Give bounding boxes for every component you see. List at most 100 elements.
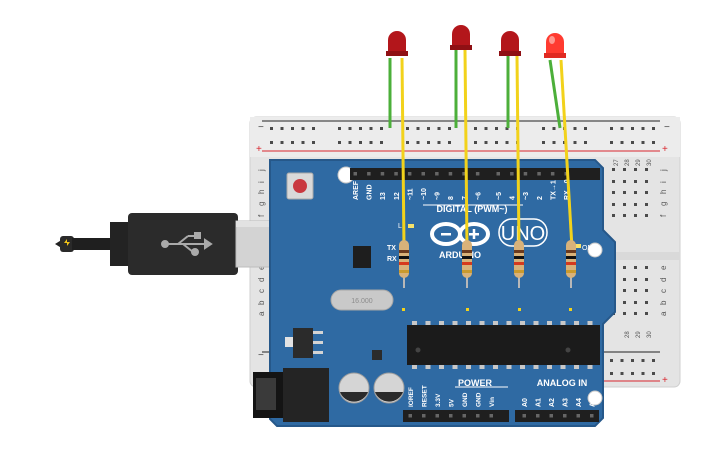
reset-button[interactable]	[286, 172, 314, 200]
digital-pin-label: ~9	[435, 192, 442, 200]
capacitors	[338, 372, 405, 404]
column-number: 27	[614, 159, 620, 166]
wire-yellow-3[interactable]	[515, 55, 521, 249]
digital-pin-label: 12	[394, 192, 401, 200]
power-pin-label: GND	[462, 392, 469, 407]
brand-label: ARDUINO	[439, 250, 481, 260]
row-letter: b	[659, 300, 668, 305]
digital-pin-label: 4	[510, 196, 517, 200]
resistor-1[interactable]	[399, 240, 409, 288]
row-letter: f	[659, 214, 668, 217]
analog-pin-header[interactable]	[515, 410, 599, 422]
chip-pins	[412, 321, 593, 369]
top-rail-holes[interactable]	[270, 127, 655, 144]
rail-minus-label-bottom: −	[258, 350, 264, 361]
wire-green-4[interactable]	[548, 59, 562, 129]
digital-title: DIGITAL (PWM~)	[437, 204, 508, 214]
resistor-3[interactable]	[514, 240, 524, 288]
column-number: 28	[625, 159, 631, 166]
led-3-icon[interactable]	[499, 31, 521, 56]
digital-pin-label: ~10	[421, 188, 428, 200]
digital-pin-label: 2	[537, 196, 544, 200]
usb-bolt-icon	[64, 239, 70, 246]
power-title: POWER	[458, 378, 493, 388]
voltage-regulator	[285, 328, 382, 360]
column-number: 29	[636, 159, 642, 166]
l-label: L	[398, 223, 402, 230]
row-letter: i	[659, 181, 668, 183]
resistor-4[interactable]	[566, 240, 576, 288]
rail-plus-label-right: +	[662, 144, 668, 155]
power-pin-label: RESET	[422, 385, 429, 407]
power-pin-label: IOREF	[408, 387, 415, 407]
led-4-icon[interactable]	[544, 33, 566, 58]
analog-pin-label: A4	[576, 398, 583, 407]
resistor-2[interactable]	[462, 240, 472, 288]
power-pin-header[interactable]	[403, 410, 509, 422]
wire-yellow-4[interactable]	[559, 59, 574, 249]
model-label: UNO	[501, 223, 545, 245]
crystal-label: 16.000	[351, 298, 373, 305]
row-letter: d	[659, 278, 668, 282]
row-letter: c	[659, 289, 668, 293]
analog-pin-label: A3	[563, 398, 570, 407]
atmega-chip	[407, 325, 600, 365]
tx-label: TX	[387, 245, 396, 252]
power-pin-label: 5V	[449, 398, 456, 407]
on-led	[575, 244, 581, 248]
crystal-oscillator	[330, 289, 394, 311]
on-label: ON	[582, 245, 593, 252]
analog-pin-label: A5	[590, 398, 597, 407]
digital-pin-label: GND	[367, 184, 374, 200]
l-led	[408, 224, 414, 228]
power-jack[interactable]	[253, 368, 329, 422]
led-2-icon[interactable]	[450, 25, 472, 50]
digital-pin-label: 13	[380, 192, 387, 200]
pin-markers	[402, 308, 572, 311]
row-letter: h	[659, 190, 668, 194]
wire-yellow-2[interactable]	[463, 49, 469, 249]
row-letter: j	[257, 169, 266, 172]
usb-chip	[353, 246, 371, 268]
resistors[interactable]	[399, 240, 576, 288]
digital-pin-header[interactable]	[350, 168, 600, 180]
row-letter: h	[257, 190, 266, 194]
row-letter: g	[257, 202, 266, 206]
row-letter: g	[659, 202, 668, 206]
digital-pin-label: ~6	[475, 192, 482, 200]
analog-pin-label: A2	[549, 398, 556, 407]
digital-pin-label: AREF	[353, 180, 360, 200]
mount-hole	[587, 242, 603, 258]
power-pin-label: GND	[476, 392, 483, 407]
analog-title: ANALOG IN	[537, 378, 588, 388]
row-letter: c	[257, 289, 266, 293]
column-number: 29	[636, 331, 642, 338]
mount-hole	[587, 390, 603, 406]
digital-pin-label: ~11	[407, 188, 414, 200]
row-letter: b	[257, 300, 266, 305]
arduino-logo	[430, 222, 490, 246]
row-letter: a	[659, 311, 668, 316]
wires[interactable]	[388, 49, 574, 249]
digital-pin-label: ~5	[496, 192, 503, 200]
row-letter: j	[659, 169, 668, 172]
analog-pin-label: A0	[522, 398, 529, 407]
leds[interactable]	[386, 25, 566, 58]
column-number: 30	[647, 331, 653, 338]
row-letters-right: j i h g f e d c b a	[659, 169, 668, 316]
wire-yellow-1[interactable]	[400, 57, 406, 249]
usb-symbol-icon	[161, 232, 213, 256]
rail-plus-label-bottom-right: +	[662, 375, 668, 386]
rail-minus-label-right: −	[664, 122, 670, 133]
led-1-icon[interactable]	[386, 31, 408, 56]
row-letter: a	[257, 311, 266, 316]
rail-minus-label: −	[258, 122, 264, 133]
power-pin-label: 3.3V	[435, 393, 442, 407]
row-letter: e	[659, 265, 668, 270]
